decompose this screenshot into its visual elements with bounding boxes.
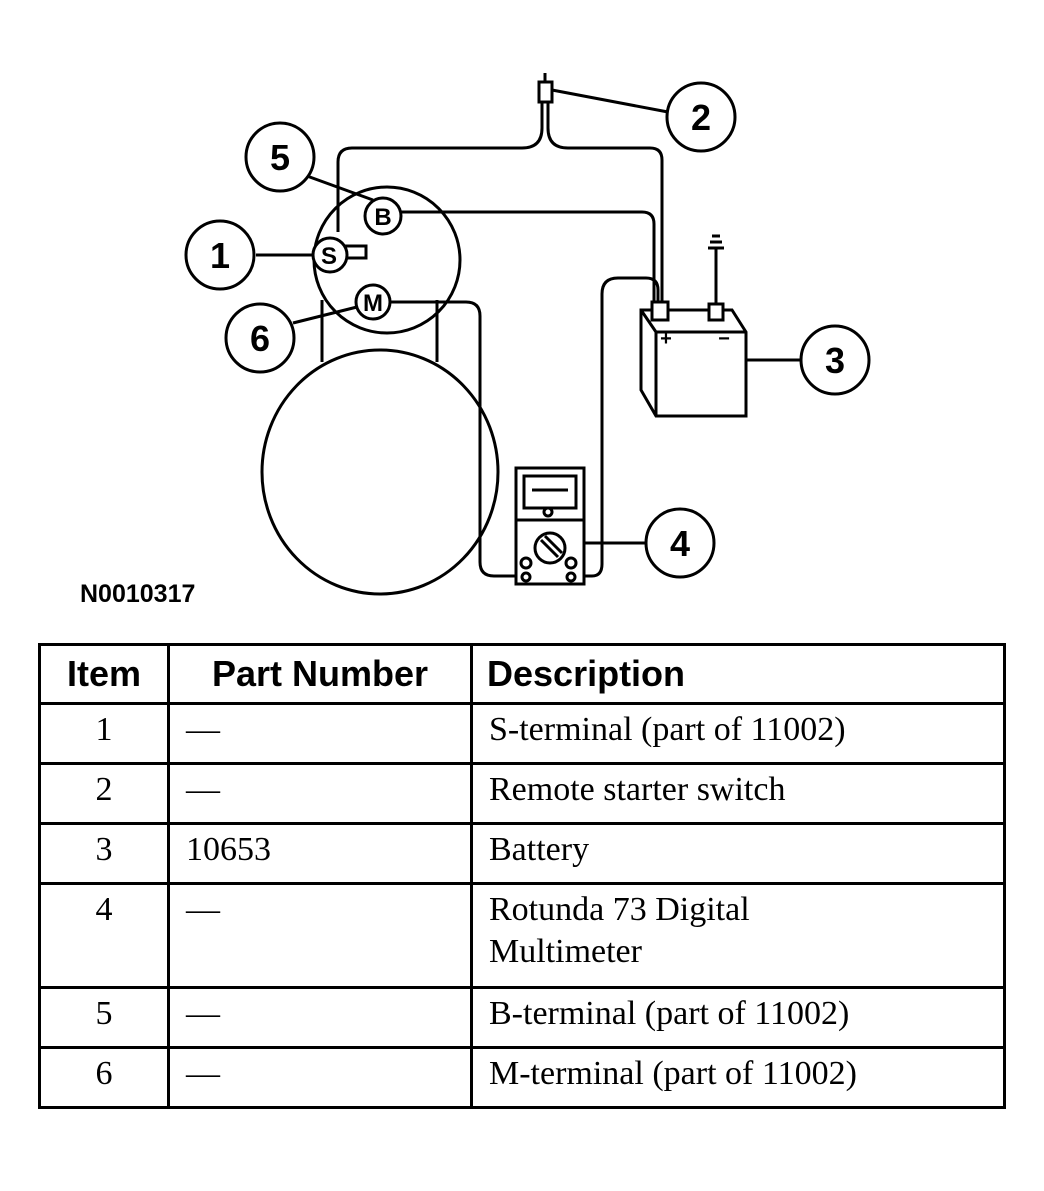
- battery-positive-mark: +: [660, 328, 672, 350]
- cell-description: M-terminal (part of 11002): [470, 1046, 1006, 1109]
- starter-motor-body: [260, 348, 500, 596]
- m-terminal-lead: [389, 300, 516, 578]
- header-part-number: Part Number: [167, 643, 473, 705]
- cell-part-number: —: [167, 986, 473, 1049]
- m-terminal-label: M: [363, 290, 383, 317]
- b-terminal-cable: [401, 210, 656, 310]
- cell-part-number: —: [167, 1046, 473, 1109]
- callout-5: 5: [270, 137, 290, 178]
- remote-starter-switch: [537, 73, 554, 128]
- cell-item: 3: [38, 822, 170, 885]
- header-description: Description: [470, 643, 1006, 705]
- cell-part-number: —: [167, 702, 473, 765]
- cell-item: 6: [38, 1046, 170, 1109]
- cell-description: Rotunda 73 Digital Multimeter: [470, 882, 1006, 989]
- parts-table: Item Part Number Description 1 — S-termi…: [38, 643, 1006, 1109]
- cell-item: 2: [38, 762, 170, 825]
- callout-circle-5: [244, 121, 316, 193]
- table-row: 6 — M-terminal (part of 11002): [38, 1046, 1006, 1109]
- b-terminal-label: B: [374, 204, 391, 231]
- cell-description: Battery: [470, 822, 1006, 885]
- callout-6: 6: [250, 318, 270, 359]
- multimeter: [514, 466, 586, 586]
- callout-circle-3: [799, 324, 871, 396]
- callout-4: 4: [670, 523, 690, 564]
- cell-description: B-terminal (part of 11002): [470, 986, 1006, 1049]
- battery-negative-mark: −: [718, 328, 730, 350]
- table-header-row: Item Part Number Description: [38, 643, 1006, 705]
- battery: [639, 234, 748, 418]
- table-row: 2 — Remote starter switch: [38, 762, 1006, 825]
- switch-lead-to-s-terminal: [336, 127, 544, 232]
- cell-item: 1: [38, 702, 170, 765]
- cell-part-number: —: [167, 882, 473, 989]
- callout-2: 2: [691, 97, 711, 138]
- switch-lead-to-battery-positive: [546, 127, 664, 310]
- table-row: 4 — Rotunda 73 Digital Multimeter: [38, 882, 1006, 989]
- table-row: 3 10653 Battery: [38, 822, 1006, 885]
- callout-3: 3: [825, 340, 845, 381]
- header-item: Item: [38, 643, 170, 705]
- table-row: 1 — S-terminal (part of 11002): [38, 702, 1006, 765]
- cell-part-number: 10653: [167, 822, 473, 885]
- callout-1: 1: [210, 235, 230, 276]
- starter-test-diagram: B S M + − 1 2 3 4 5 6: [184, 73, 871, 596]
- cell-item: 5: [38, 986, 170, 1049]
- multimeter-positive-lead: [584, 276, 660, 578]
- callout-circle-4: [644, 507, 716, 579]
- callout-circle-1: [184, 219, 256, 291]
- cell-description: Remote starter switch: [470, 762, 1006, 825]
- cell-description: S-terminal (part of 11002): [470, 702, 1006, 765]
- cell-item: 4: [38, 882, 170, 989]
- table-row: 5 — B-terminal (part of 11002): [38, 986, 1006, 1049]
- callout-circle-6: [224, 302, 296, 374]
- s-terminal-label: S: [321, 243, 337, 270]
- callout-circle-2: [665, 81, 737, 153]
- figure-id: N0010317: [80, 580, 196, 608]
- cell-part-number: —: [167, 762, 473, 825]
